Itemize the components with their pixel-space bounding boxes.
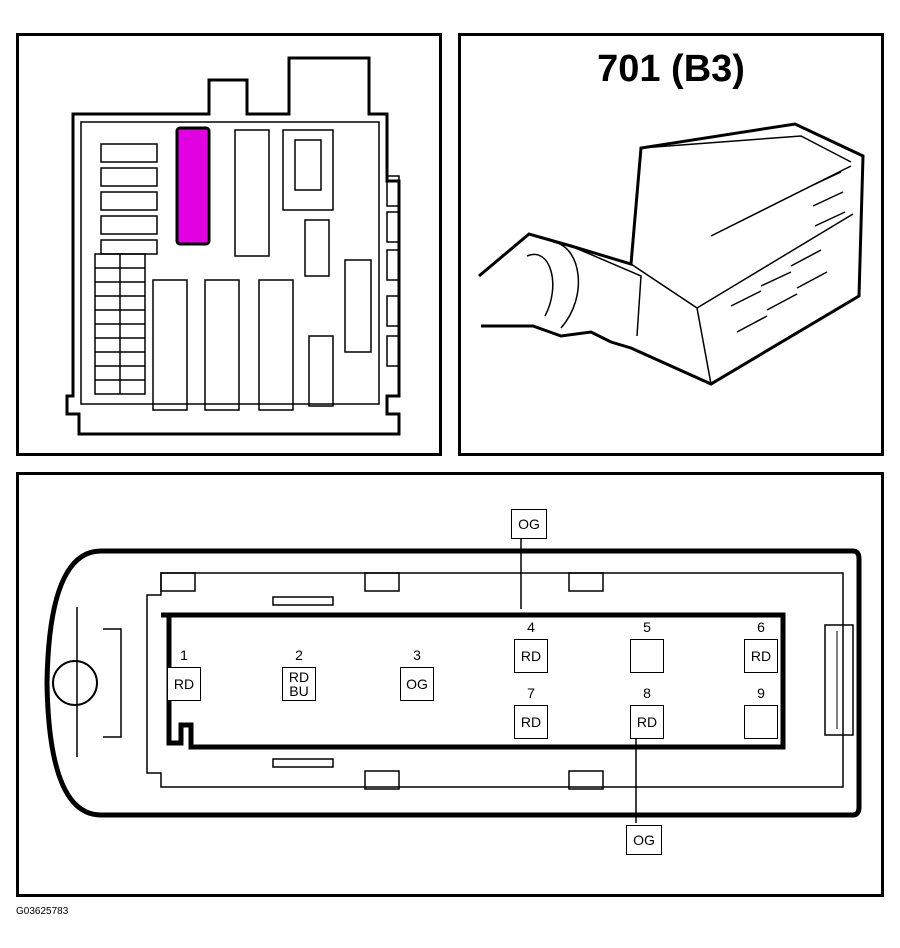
pin-number-8: 8 — [643, 685, 651, 701]
pin-2-wire-color-1: RD — [288, 669, 310, 685]
figure-id: G03625783 — [16, 906, 69, 917]
pin-1-wire-color: RD — [173, 676, 195, 692]
fusebox-overview-panel — [16, 33, 442, 456]
pin-number-4: 4 — [527, 619, 535, 635]
pin-7-wire-color: RD — [520, 714, 542, 730]
pin-number-5: 5 — [643, 619, 651, 635]
pin-number-6: 6 — [757, 619, 765, 635]
pin-6-box: RD — [744, 639, 778, 673]
pin-5-box — [630, 639, 664, 673]
pin-7-box: RD — [514, 705, 548, 739]
pin-4-wire-tag: OG — [511, 509, 547, 539]
pin-6-wire-color: RD — [750, 648, 772, 664]
pin-3-wire-color: OG — [406, 676, 428, 692]
pin-2-wire-color-2: BU — [289, 683, 309, 699]
pin-number-3: 3 — [413, 647, 421, 663]
connector-view-panel: 701 (B3) — [458, 33, 884, 456]
highlighted-connector-location — [175, 126, 211, 246]
pin-9-box — [744, 705, 778, 739]
pinout-panel: 1 2 3 4 5 6 7 8 9 RD RD BU OG RD RD RD R… — [16, 472, 884, 897]
pin-number-2: 2 — [295, 647, 303, 663]
fusebox-drawing — [65, 56, 401, 436]
pin-number-1: 1 — [180, 647, 188, 663]
pin-1-box: RD — [167, 667, 201, 701]
pin-4-wire-color: RD — [520, 648, 542, 664]
pin-2-box: RD BU — [282, 667, 316, 701]
pin-3-box: OG — [400, 667, 434, 701]
pin-4-box: RD — [514, 639, 548, 673]
pin-number-9: 9 — [757, 685, 765, 701]
connector-perspective-drawing — [478, 122, 865, 386]
connector-title: 701 (B3) — [597, 48, 745, 90]
pin-8-wire-color: RD — [636, 714, 658, 730]
pin-8-wire-tag: OG — [626, 825, 662, 855]
pin-8-box: RD — [630, 705, 664, 739]
pin-number-7: 7 — [527, 685, 535, 701]
